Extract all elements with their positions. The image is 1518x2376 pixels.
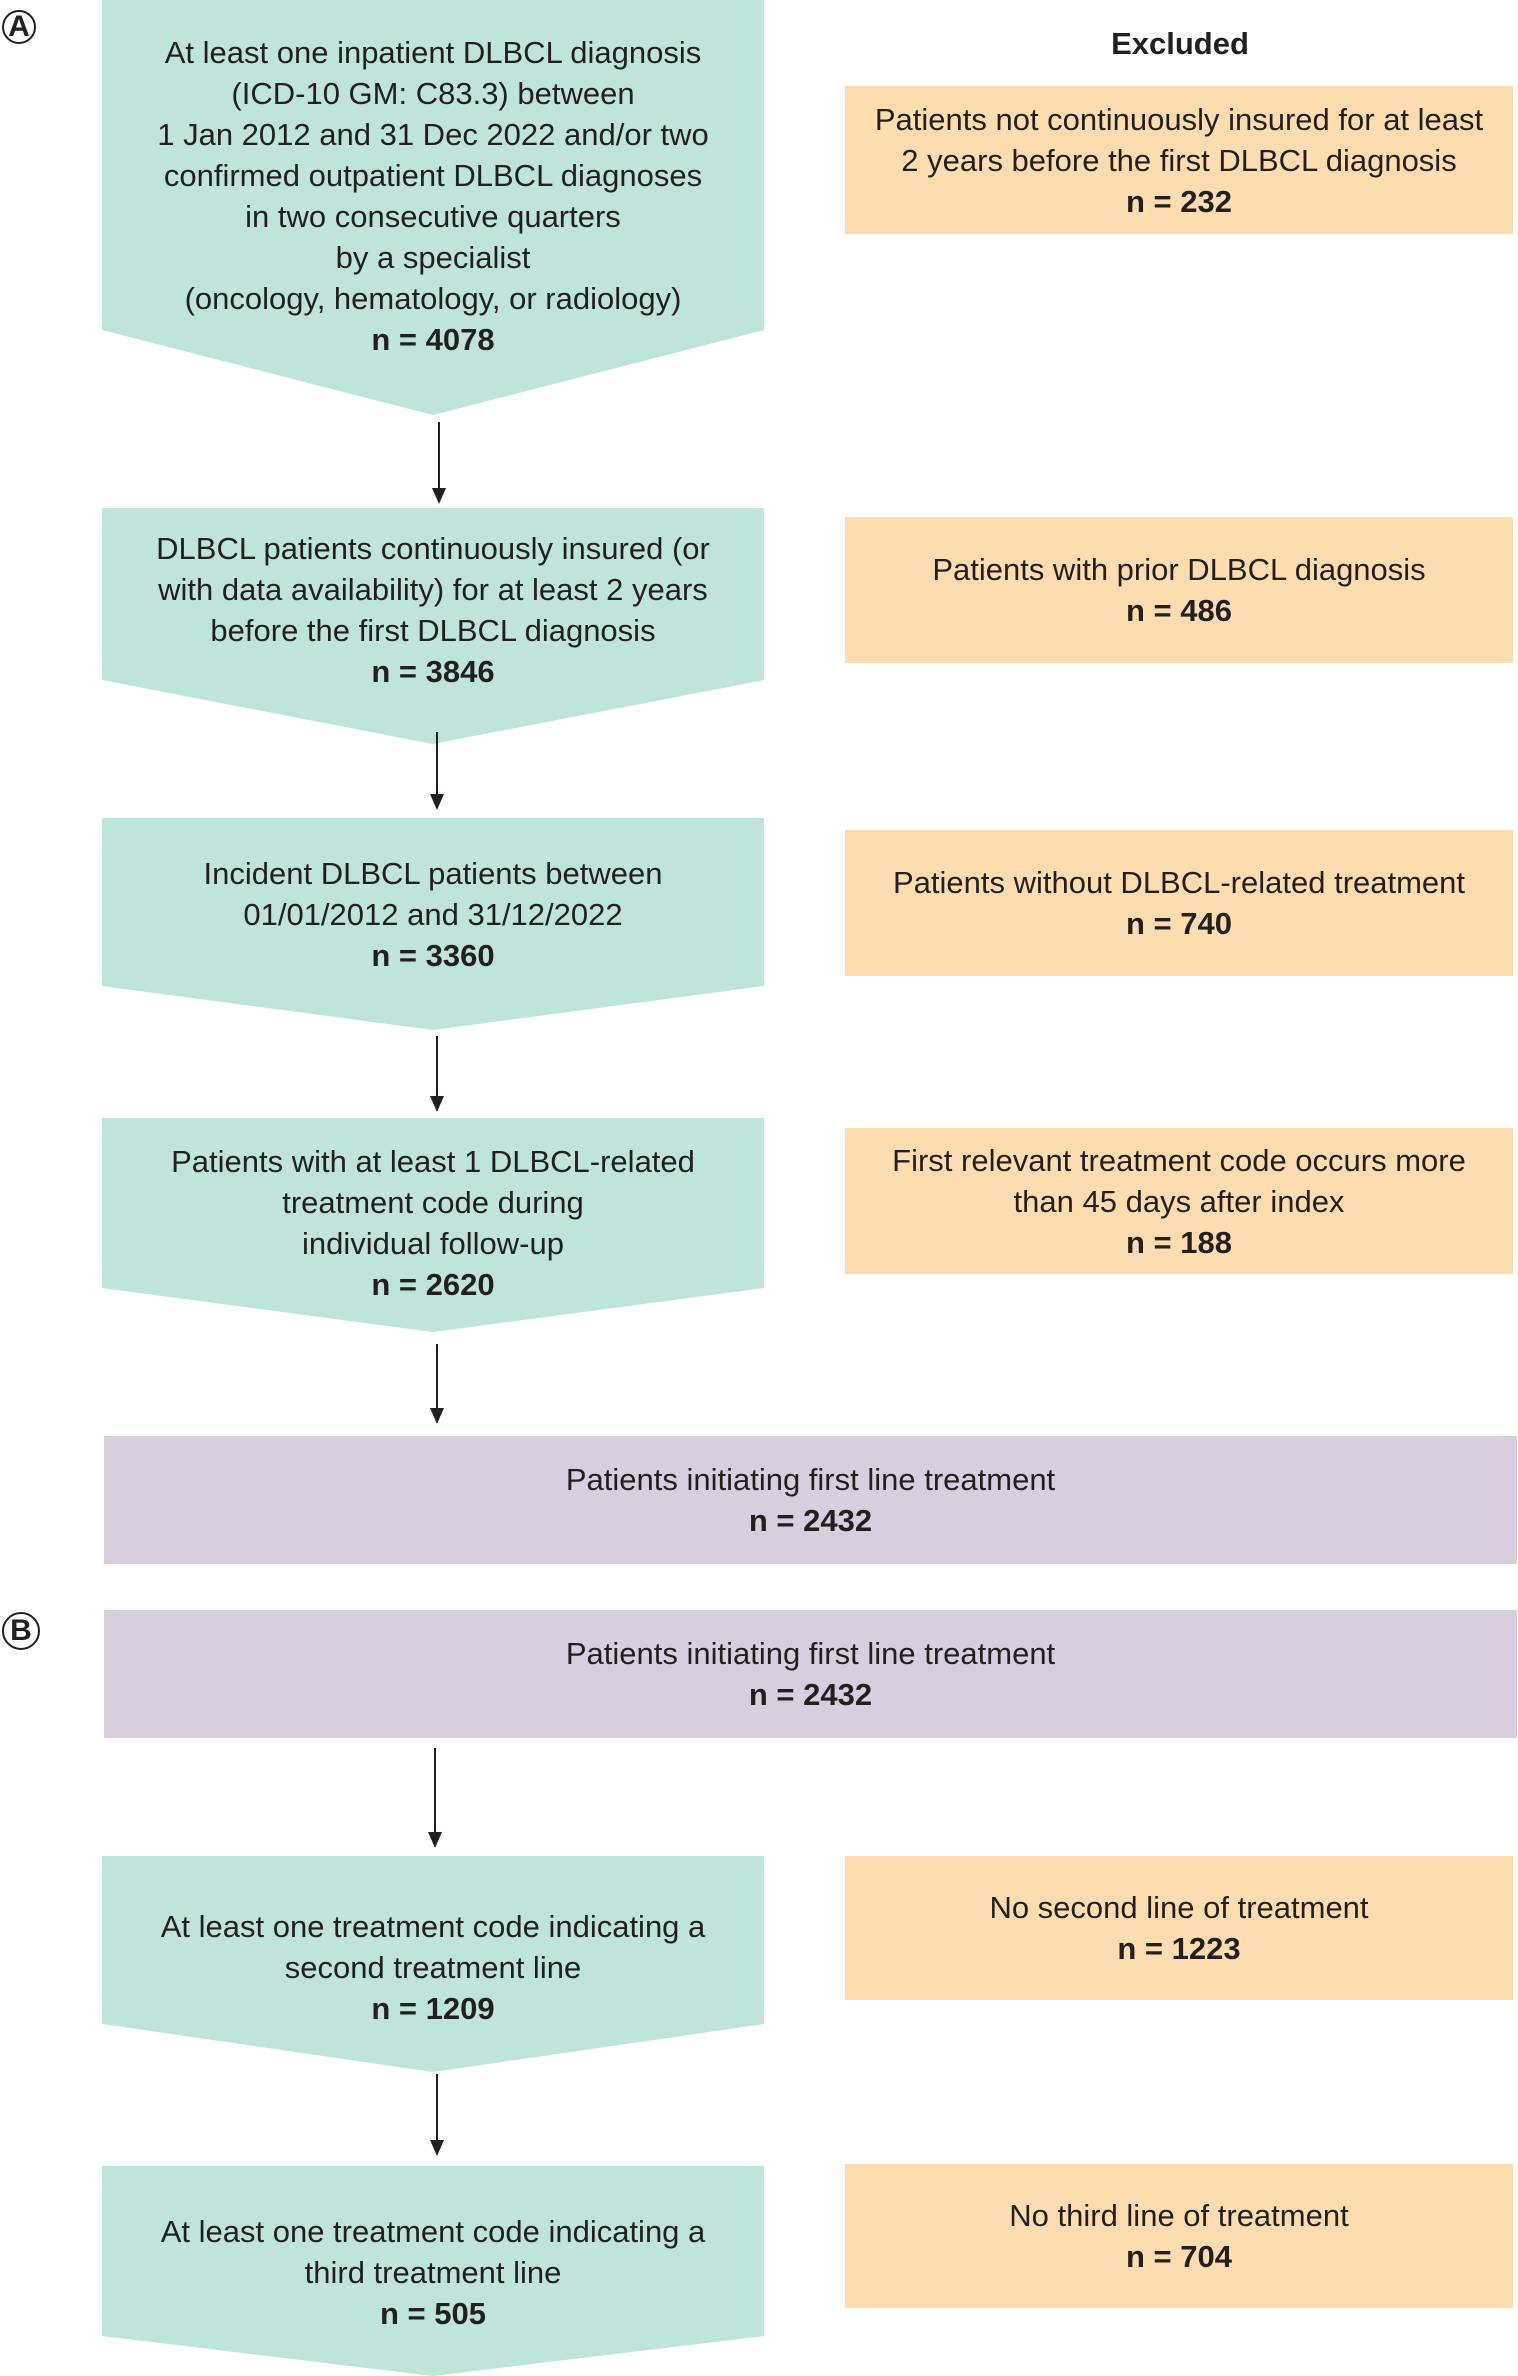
step-2-shape <box>102 508 764 744</box>
exclusion-box-1: Patients not continuously insured for at… <box>845 86 1513 234</box>
exclusion-2-line-1: Patients with prior DLBCL diagnosis <box>932 552 1426 587</box>
flow-step-2: DLBCL patients continuously insured (or … <box>102 508 764 744</box>
step-2-text: DLBCL patients continuously insured (or … <box>156 528 710 692</box>
flow-step-1: At least one inpatient DLBCL diagnosis (… <box>102 0 764 415</box>
exclusion-box-3: Patients without DLBCL-related treatment… <box>845 830 1513 976</box>
exclusion-1-count: n = 232 <box>1126 183 1232 219</box>
step-1-line-2: (ICD-10 GM: C83.3) between <box>231 76 635 111</box>
first-line-treatment-box-a: Patients initiating first line treatment… <box>104 1436 1517 1564</box>
step-3-shape <box>102 818 764 1030</box>
step-1-shape <box>102 0 764 415</box>
exclusion-4-count: n = 188 <box>1126 1224 1232 1260</box>
step-2-line-1: DLBCL patients continuously insured (or <box>156 531 710 566</box>
step-4-text: Patients with at least 1 DLBCL-related t… <box>171 1141 695 1305</box>
step-b-1-shape <box>102 1856 764 2072</box>
excluded-heading: Excluded <box>1111 26 1249 61</box>
exclusion-1-line-1: Patients not continuously insured for at… <box>874 101 1484 137</box>
step-b-1-text: At least one treatment code indicating a… <box>161 1906 706 2029</box>
step-3-line-2: 01/01/2012 and 31/12/2022 <box>243 897 623 932</box>
exclusion-box-b-1: No second line of treatment n = 1223 <box>845 1856 1513 2000</box>
step-4-count: n = 2620 <box>371 1267 495 1302</box>
step-4-line-2: treatment code during <box>282 1185 584 1220</box>
exclusion-3-line-1: Patients without DLBCL-related treatment <box>892 865 1466 900</box>
arrow-4 <box>430 1344 444 1424</box>
step-b-2-line-1: At least one treatment code indicating a <box>160 2214 706 2249</box>
exclusion-b-1-line-1: No second line of treatment <box>989 1890 1369 1925</box>
exclusion-3-count: n = 740 <box>1126 906 1232 941</box>
step-b-1-line-2: second treatment line <box>284 1950 582 1985</box>
step-2-line-2: with data availability) for at least 2 y… <box>158 572 708 607</box>
final-a-count: n = 2432 <box>748 1503 873 1538</box>
flow-step-b-1: At least one treatment code indicating a… <box>102 1856 764 2072</box>
exclusion-box-4: First relevant treatment code occurs mor… <box>845 1128 1513 1274</box>
exclusion-box-b-2: No third line of treatment n = 704 <box>845 2164 1513 2308</box>
step-b-1-count: n = 1209 <box>371 1991 495 2026</box>
step-3-line-1: Incident DLBCL patients between <box>203 856 663 891</box>
start-b-count: n = 2432 <box>748 1677 873 1712</box>
flow-step-3: Incident DLBCL patients between 01/01/20… <box>102 818 764 1030</box>
step-4-line-1: Patients with at least 1 DLBCL-related <box>171 1144 695 1179</box>
step-1-line-4: confirmed outpatient DLBCL diagnoses <box>163 158 703 193</box>
step-b-1-line-1: At least one treatment code indicating a <box>160 1909 706 1944</box>
panel-a-letter: A <box>8 10 30 43</box>
exclusion-b-2-count: n = 704 <box>1126 2239 1232 2274</box>
flow-step-4: Patients with at least 1 DLBCL-related t… <box>102 1118 764 1332</box>
step-1-line-5: in two consecutive quarters <box>245 199 621 234</box>
step-1-count: n = 4078 <box>371 322 495 357</box>
panel-b-label: B <box>2 1612 40 1650</box>
arrow-b-1 <box>428 1748 442 1848</box>
step-2-line-3: before the first DLBCL diagnosis <box>210 613 656 648</box>
exclusion-box-2: Patients with prior DLBCL diagnosis n = … <box>845 517 1513 663</box>
arrow-3 <box>430 1036 444 1112</box>
step-b-2-text: At least one treatment code indicating a… <box>161 2211 706 2334</box>
step-4-line-3: individual follow-up <box>302 1226 564 1261</box>
exclusion-b-2-line-1: No third line of treatment <box>1009 2198 1349 2233</box>
start-b-line-1: Patients initiating first line treatment <box>565 1636 1056 1671</box>
panel-a-label: A <box>2 10 36 44</box>
step-1-line-6: by a specialist <box>335 240 531 275</box>
arrow-2 <box>430 732 444 810</box>
exclusion-2-count: n = 486 <box>1126 593 1232 628</box>
step-b-2-count: n = 505 <box>380 2296 486 2331</box>
flow-step-b-2: At least one treatment code indicating a… <box>102 2166 764 2376</box>
final-a-line-1: Patients initiating first line treatment <box>565 1462 1056 1497</box>
step-2-count: n = 3846 <box>371 654 495 689</box>
panel-b-letter: B <box>10 1614 32 1647</box>
step-1-line-7: (oncology, hematology, or radiology) <box>184 281 682 316</box>
step-1-line-1: At least one inpatient DLBCL diagnosis <box>164 35 702 70</box>
step-1-text: At least one inpatient DLBCL diagnosis (… <box>157 32 709 360</box>
arrow-b-2 <box>430 2074 444 2156</box>
exclusion-1-line-2: 2 years before the first DLBCL diagnosis <box>901 142 1457 178</box>
step-1-line-3: 1 Jan 2012 and 31 Dec 2022 and/or two <box>157 117 709 152</box>
step-3-count: n = 3360 <box>371 938 495 973</box>
step-4-shape <box>102 1118 764 1332</box>
step-b-2-shape <box>102 2166 764 2376</box>
exclusion-4-line-2: than 45 days after index <box>1013 1183 1345 1219</box>
step-3-text: Incident DLBCL patients between 01/01/20… <box>204 853 663 976</box>
exclusion-b-1-count: n = 1223 <box>1117 1931 1241 1966</box>
arrow-1 <box>432 422 446 504</box>
step-b-2-line-2: third treatment line <box>304 2255 562 2290</box>
exclusion-4-line-1: First relevant treatment code occurs mor… <box>892 1142 1466 1178</box>
first-line-treatment-box-b: Patients initiating first line treatment… <box>104 1610 1517 1738</box>
